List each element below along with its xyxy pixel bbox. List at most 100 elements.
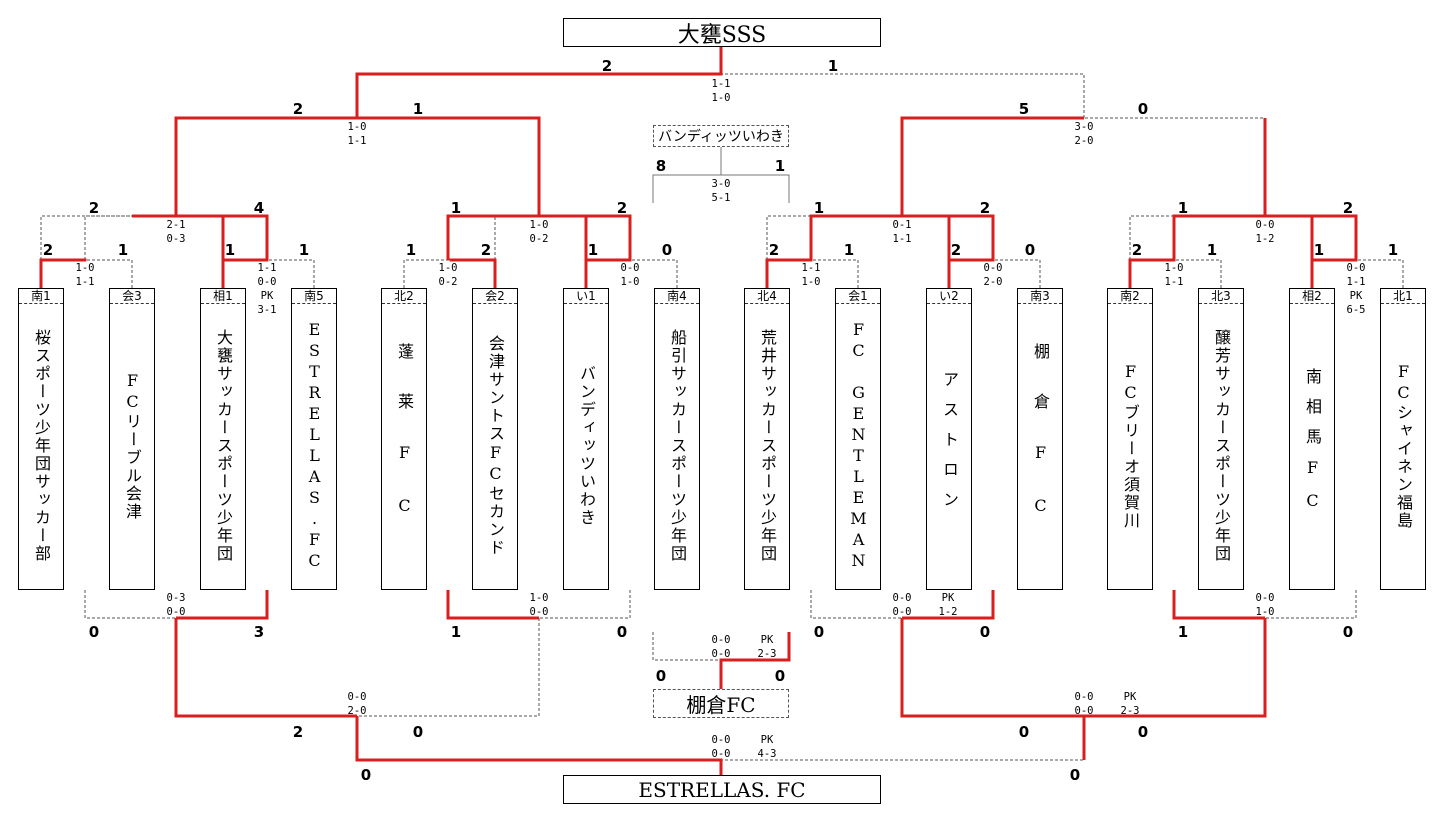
goal-count: 2 bbox=[88, 199, 100, 217]
team-box: い2 アストロン bbox=[926, 288, 972, 590]
goal-count: 0 bbox=[360, 766, 372, 784]
r3-winner-line bbox=[900, 116, 1084, 216]
goal-count: 1 bbox=[117, 241, 129, 259]
third-winner-line bbox=[719, 632, 791, 689]
team-name: 醸芳サッカースポーツ少年団 bbox=[1212, 329, 1231, 563]
goal-count: 1 bbox=[1387, 241, 1399, 259]
half-score: 1-0 0-2 bbox=[529, 219, 549, 245]
r1-line bbox=[41, 259, 133, 288]
team-name: 棚倉FC bbox=[1031, 343, 1050, 549]
team-code: い1 bbox=[564, 289, 608, 304]
goal-count: 2 bbox=[42, 241, 54, 259]
r2-winner-line bbox=[1265, 214, 1358, 260]
goal-count: 0 bbox=[1342, 623, 1354, 641]
half-score: PK 2-3 bbox=[1120, 691, 1140, 717]
half-score: 1-0 1-1 bbox=[347, 121, 367, 147]
team-code: 会2 bbox=[473, 289, 517, 304]
r1-line bbox=[223, 259, 315, 288]
goal-count: 5 bbox=[1018, 100, 1030, 118]
half-score: 0-0 0-0 bbox=[711, 734, 731, 760]
half-score: 1-0 0-2 bbox=[438, 262, 458, 288]
goal-count: 0 bbox=[1069, 766, 1081, 784]
r3-winner-line bbox=[357, 116, 541, 216]
goal-count: 1 bbox=[412, 100, 424, 118]
third-line bbox=[652, 632, 721, 661]
goal-count: 1 bbox=[405, 241, 417, 259]
final-winner-line bbox=[355, 47, 723, 118]
r1-line bbox=[586, 259, 678, 288]
team-name: アストロン bbox=[940, 371, 959, 521]
team-name: 南相馬FC bbox=[1303, 368, 1322, 524]
b-line bbox=[1265, 590, 1357, 619]
half-score: 1-0 1-1 bbox=[1164, 262, 1184, 288]
goal-count: 2 bbox=[1342, 199, 1354, 217]
team-box: 相2 南相馬FC bbox=[1289, 288, 1335, 590]
b-line bbox=[539, 590, 631, 619]
team-code: 南1 bbox=[19, 289, 63, 304]
r1-winner-line bbox=[449, 258, 497, 288]
goal-count: 2 bbox=[292, 723, 304, 741]
team-code: 相1 bbox=[201, 289, 245, 304]
runner-up-box: ESTRELLAS. FC bbox=[563, 775, 881, 804]
goal-count: 2 bbox=[979, 199, 991, 217]
half-score: 0-0 1-1 PK 6-5 bbox=[1346, 262, 1366, 316]
team-name: FC GENTLEMAN bbox=[849, 320, 868, 572]
goal-count: 1 bbox=[843, 241, 855, 259]
half-score: 0-0 1-0 bbox=[1255, 592, 1275, 618]
b-winner-line bbox=[446, 590, 539, 620]
b-winner-line bbox=[902, 590, 995, 620]
r2-winner-line bbox=[1172, 214, 1265, 260]
r1-line bbox=[1312, 259, 1404, 288]
team-name: ESTRELLAS.FC bbox=[305, 320, 324, 572]
goal-count: 1 bbox=[774, 157, 786, 175]
goal-count: 1 bbox=[1177, 199, 1189, 217]
b-winner-line bbox=[900, 618, 1084, 718]
b-line bbox=[721, 716, 1085, 761]
r2-winner-line bbox=[176, 214, 269, 260]
goal-count: 0 bbox=[979, 623, 991, 641]
team-code: 相2 bbox=[1290, 289, 1334, 304]
goal-count: 2 bbox=[292, 100, 304, 118]
final-line bbox=[721, 73, 1085, 118]
r2-winner-line bbox=[446, 214, 539, 260]
goal-count: 2 bbox=[1131, 241, 1143, 259]
goal-count: 2 bbox=[601, 57, 613, 75]
team-code: 会3 bbox=[110, 289, 154, 304]
third-line bbox=[652, 174, 790, 203]
r3-winner-line bbox=[174, 116, 357, 216]
b-line bbox=[357, 618, 540, 717]
half-score: 0-0 0-0 bbox=[892, 592, 912, 618]
goal-count: 0 bbox=[412, 723, 424, 741]
goal-count: 0 bbox=[655, 667, 667, 685]
half-score: 0-0 1-0 bbox=[620, 262, 640, 288]
b-winner-line bbox=[176, 590, 269, 620]
goal-count: 1 bbox=[1206, 241, 1218, 259]
goal-count: 8 bbox=[655, 157, 667, 175]
half-score: 0-0 0-0 bbox=[1074, 691, 1094, 717]
fourth-place-box: バンディッツいわき bbox=[653, 125, 789, 147]
goal-count: 0 bbox=[1018, 723, 1030, 741]
r1-line bbox=[1130, 259, 1222, 288]
goal-count: 0 bbox=[616, 623, 628, 641]
half-score: 3-0 5-1 bbox=[711, 178, 731, 204]
team-name: 蓬莱FC bbox=[395, 343, 414, 549]
half-score: 0-0 2-0 bbox=[983, 262, 1003, 288]
team-name: 大甕サッカースポーツ少年団 bbox=[214, 329, 233, 563]
r1-line bbox=[949, 259, 1041, 288]
half-score: 1-1 1-0 bbox=[711, 78, 731, 104]
team-code: い2 bbox=[927, 289, 971, 304]
half-score: 2-1 0-3 bbox=[166, 219, 186, 245]
team-code: 南5 bbox=[292, 289, 336, 304]
